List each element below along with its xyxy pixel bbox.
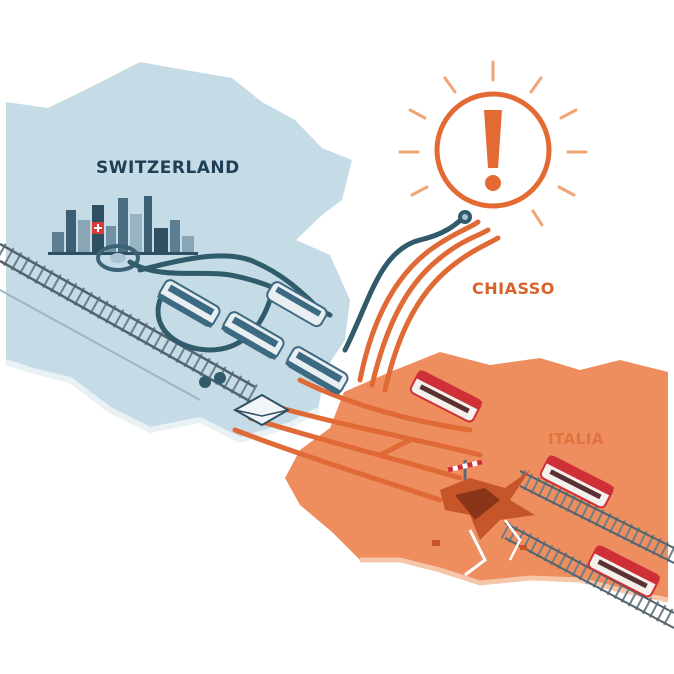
orange-route <box>377 437 413 458</box>
orange-route <box>357 219 481 383</box>
roundabout <box>96 244 140 272</box>
orange-route <box>232 427 443 503</box>
region-label-chiasso: CHIASSO <box>472 279 555 298</box>
italy-track-1-rail <box>519 485 674 564</box>
italy-track-2-rail <box>504 537 674 629</box>
swiss-track-node <box>214 372 226 384</box>
region-label-switzerland: SWITZERLAND <box>96 158 240 178</box>
orange-route <box>297 377 473 433</box>
italy-region <box>285 352 669 603</box>
swiss-train <box>266 281 328 328</box>
switzerland-edge <box>5 359 320 444</box>
orange-route <box>267 402 483 458</box>
teal-route <box>342 215 466 353</box>
swiss-rail-a <box>0 242 256 389</box>
italian-train <box>539 455 615 509</box>
italy-edge <box>360 557 669 603</box>
broken-track-icon <box>432 470 535 577</box>
swiss-sleepers <box>0 243 260 404</box>
route-node-inner <box>462 214 468 220</box>
swiss-shadow-line <box>0 289 201 401</box>
swiss-rail-b <box>0 259 256 406</box>
region-label-italia: ITALIA <box>548 430 605 448</box>
italian-train <box>409 370 483 423</box>
swiss-track-node <box>199 376 211 388</box>
orange-route <box>382 235 501 393</box>
swiss-train <box>221 311 285 361</box>
italy-track-1-rail <box>519 470 674 549</box>
warning-exclamation-icon <box>398 60 588 227</box>
swiss-train <box>285 346 349 396</box>
envelope-icon <box>232 393 291 427</box>
swiss-train <box>157 279 221 329</box>
italian-train <box>587 545 661 598</box>
city-skyline-icon <box>48 196 198 255</box>
orange-route <box>369 227 491 388</box>
orange-route <box>247 415 463 481</box>
teal-route <box>137 253 323 313</box>
swiss-railway-track <box>0 242 260 406</box>
orange-routes <box>232 219 501 503</box>
italy-fill <box>285 352 668 600</box>
